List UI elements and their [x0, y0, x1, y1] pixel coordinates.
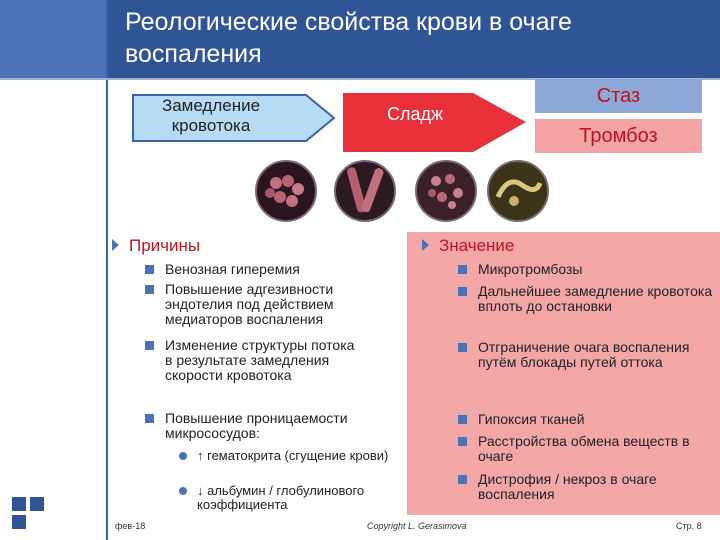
square-bullet-icon	[458, 475, 467, 484]
significance-heading: Значение	[422, 236, 514, 256]
bullet-arrow-icon	[422, 238, 429, 251]
cell-image-1	[255, 160, 317, 222]
significance-panel	[407, 232, 720, 515]
blood-cell-images	[255, 160, 549, 222]
square-bullet-icon	[145, 285, 154, 294]
significance-item: Дальнейшее замедление кровотока вплоть д…	[458, 284, 718, 314]
round-bullet-icon	[179, 452, 187, 460]
square-bullet-icon	[145, 414, 154, 423]
round-bullet-icon	[179, 487, 187, 495]
significance-item: Отграничение очага воспаления путём блок…	[458, 340, 713, 370]
header-bar	[0, 0, 720, 78]
horizontal-divider	[0, 78, 720, 80]
square-bullet-icon	[458, 437, 467, 446]
cause-item: Повышение проницаемости микрососудов:	[145, 411, 405, 441]
slowdown-label: Замедление кровотока	[161, 96, 261, 135]
sludge-label: Сладж	[386, 104, 444, 124]
square-bullet-icon	[458, 415, 467, 424]
footer-page-number: Стр. 8	[676, 521, 702, 531]
cause-item: Изменение структуры потока в результате …	[145, 338, 365, 383]
slowdown-arrow	[132, 94, 336, 142]
deco-square	[30, 497, 44, 511]
square-bullet-icon	[145, 265, 154, 274]
slide-title: Реологические свойства крови в очаге вос…	[125, 8, 572, 68]
causes-heading: Причины	[112, 236, 200, 256]
deco-square	[12, 515, 26, 529]
vertical-divider	[106, 0, 108, 540]
significance-item: Дистрофия / некроз в очаге воспаления	[458, 472, 718, 502]
significance-item: Микротромбозы	[458, 262, 713, 277]
square-bullet-icon	[145, 341, 154, 350]
significance-item: Гипоксия тканей	[458, 412, 713, 427]
stasis-box: Стаз	[535, 79, 702, 113]
cause-subitem: ↑ гематокрита (сгущение крови)	[179, 449, 392, 463]
cause-item: Венозная гиперемия	[145, 262, 400, 277]
header-left-block	[0, 0, 106, 78]
sludge-arrow	[343, 93, 526, 152]
cause-item: Повышение адгезивности эндотелия под дей…	[145, 282, 400, 327]
footer-date: фев-18	[115, 521, 146, 531]
cell-image-2	[334, 160, 396, 222]
cause-subitem: ↓ альбумин / глобулинового коэффициента	[179, 484, 407, 512]
significance-item: Расстройства обмена веществ в очаге	[458, 434, 713, 464]
deco-square	[12, 497, 26, 511]
cell-image-4	[487, 160, 549, 222]
thrombosis-box: Тромбоз	[535, 119, 702, 153]
footer-copyright: Copyright L. Gerasimova	[367, 521, 467, 531]
bullet-arrow-icon	[112, 238, 119, 251]
square-bullet-icon	[458, 287, 467, 296]
square-bullet-icon	[458, 265, 467, 274]
cell-image-3	[415, 160, 477, 222]
square-bullet-icon	[458, 343, 467, 352]
